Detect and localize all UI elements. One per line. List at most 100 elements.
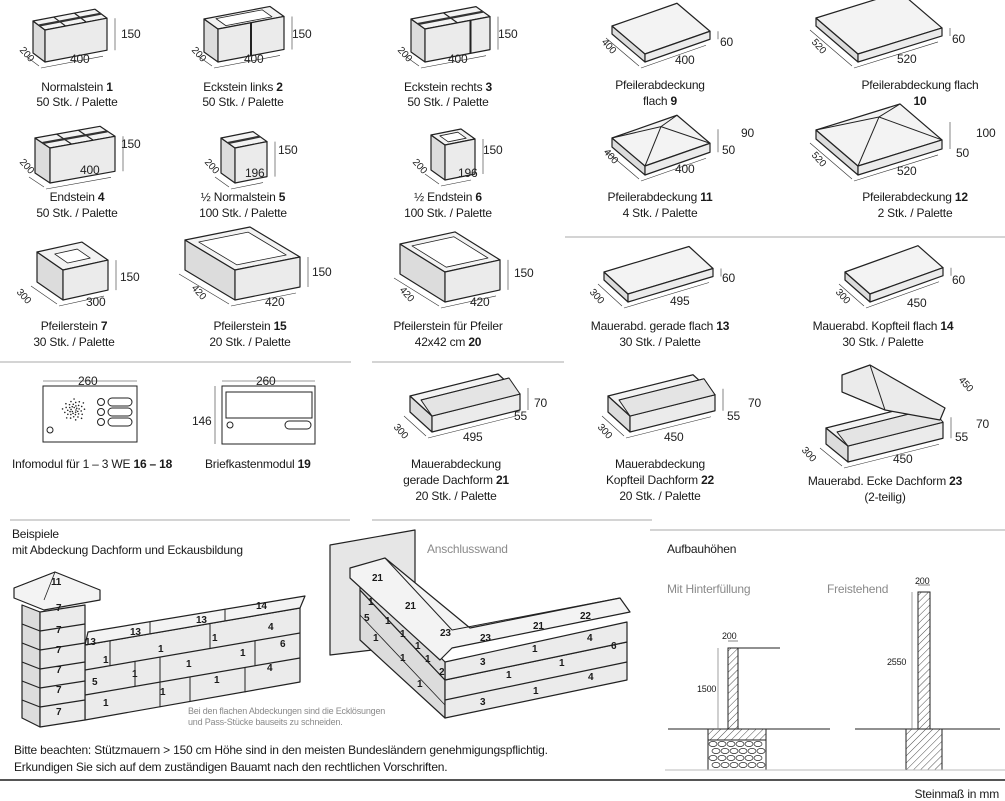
dimension-line — [841, 391, 886, 411]
gravel-stone — [726, 755, 736, 761]
stone-number-label: 1 — [417, 679, 423, 690]
dim-height: 50 — [722, 143, 735, 157]
product-name: Pfeilerabdeckung 11 — [607, 190, 713, 204]
gravel-stone — [717, 741, 727, 747]
wall-label: Anschlusswand — [427, 542, 508, 556]
stone-number-label: 1 — [415, 641, 421, 652]
dim-height: 55 — [514, 409, 527, 423]
dimension-line — [404, 55, 420, 67]
dimension-line — [197, 55, 213, 67]
front-face — [234, 141, 268, 184]
product-name: Pfeilerstein für Pfeiler — [393, 319, 503, 333]
divider — [0, 779, 1005, 781]
divider — [372, 361, 564, 363]
product-name: Pfeilerabdeckung flach — [861, 78, 979, 92]
stone-number-label: 1 — [533, 686, 539, 697]
stone-number-label: 7 — [56, 603, 62, 614]
stone-number-label: 4 — [267, 663, 273, 674]
dim-height: 60 — [952, 32, 965, 46]
dimension-line — [601, 415, 625, 437]
dimension-line — [703, 378, 716, 395]
speaker-dot — [75, 405, 77, 407]
dimension-line — [605, 37, 640, 67]
speaker-dot — [75, 407, 78, 410]
speaker-dot — [78, 408, 80, 410]
dimension-line — [611, 126, 662, 139]
speaker-dot — [68, 406, 71, 409]
stone-number-label: 7 — [56, 625, 62, 636]
stone-number-label: 23 — [440, 628, 451, 639]
speaker-dot — [72, 403, 75, 406]
opening — [198, 231, 287, 266]
dimension-line — [359, 614, 446, 706]
dimension-line — [30, 285, 58, 305]
dimension-line — [625, 416, 712, 439]
dimension-line — [819, 447, 843, 467]
stone-number-label: 11 — [51, 577, 62, 588]
dim-total-height: 70 — [976, 417, 989, 431]
name-plate — [107, 417, 133, 427]
stone-number-label: 4 — [588, 672, 594, 683]
dimension-line — [393, 277, 440, 307]
product-name: Briefkastenmodul 19 — [205, 457, 311, 471]
dim-height: 150 — [498, 27, 518, 41]
foundation — [905, 728, 943, 771]
product-name: Mauerabd. gerade flach 13 — [590, 319, 730, 333]
drawing-mauerabdeckung-13 — [597, 245, 722, 309]
stone-number-label: 1 — [368, 597, 374, 608]
product-name: Mauerabdeckung — [411, 457, 501, 471]
dim-width: 300 — [86, 295, 106, 309]
stone-number-label: 21 — [372, 573, 383, 584]
stone-number-label: 7 — [56, 645, 62, 656]
product-count: 30 Stk. / Palette — [842, 335, 924, 349]
dim-width: 400 — [70, 52, 90, 66]
drawing-endstein — [28, 125, 124, 190]
example-wall-left — [13, 571, 306, 728]
front-face — [234, 256, 301, 301]
dimension-line — [178, 273, 230, 305]
product-count: 50 Stk. / Palette — [407, 95, 489, 109]
gravel-stone — [720, 762, 730, 768]
examples-title: Beispiele — [12, 527, 59, 541]
speaker-dot — [74, 419, 77, 421]
front-face — [49, 135, 116, 184]
drawing-mauerabdeckung-23-upper — [841, 364, 946, 421]
product-name: Eckstein links 2 — [203, 80, 283, 94]
dimension-line — [865, 281, 940, 309]
dimension-line — [440, 295, 497, 309]
dim-height: 150 — [312, 265, 332, 279]
gravel-stone — [756, 762, 766, 768]
product-count: 20 Stk. / Palette — [415, 489, 497, 503]
dimension-line — [39, 642, 86, 651]
product-name-2: (2-teilig) — [864, 490, 906, 504]
stone-number-label: 4 — [268, 622, 274, 633]
gravel-stone — [738, 748, 748, 754]
stone-number-label: 5 — [92, 677, 98, 688]
dimension-line — [424, 173, 440, 185]
stone-number-label: 23 — [480, 633, 491, 644]
note-line-1: Bei den flachen Abdeckungen sind die Eck… — [188, 706, 386, 716]
product-name: Mauerabd. Kopfteil flach 14 — [812, 319, 954, 333]
dimension-line — [660, 126, 711, 144]
dim-width: 450 — [664, 430, 684, 444]
stone-number-label: 1 — [158, 644, 164, 655]
dim-width: 400 — [675, 162, 695, 176]
section-freestanding — [665, 584, 1005, 771]
dimension-line — [230, 292, 297, 307]
dim-wall-width: 200 — [915, 576, 930, 586]
dim-wall-height: 2550 — [887, 657, 907, 667]
stone-number-label: 1 — [373, 633, 379, 644]
dim-height: 55 — [727, 409, 740, 423]
product-name: Pfeilerstein 15 — [213, 319, 287, 333]
gravel-stone — [729, 762, 739, 768]
dimension-line — [605, 150, 640, 180]
dim-height: 150 — [121, 27, 141, 41]
freestanding-label: Freistehend — [827, 582, 889, 596]
lock-icon — [46, 426, 54, 434]
speaker-dot — [82, 402, 85, 404]
speaker-dot — [74, 413, 77, 416]
stone-number-label: 1 — [103, 698, 109, 709]
stone-number-label: 3 — [480, 697, 486, 708]
wall-section — [727, 647, 739, 730]
stone-number-label: 1 — [400, 653, 406, 664]
